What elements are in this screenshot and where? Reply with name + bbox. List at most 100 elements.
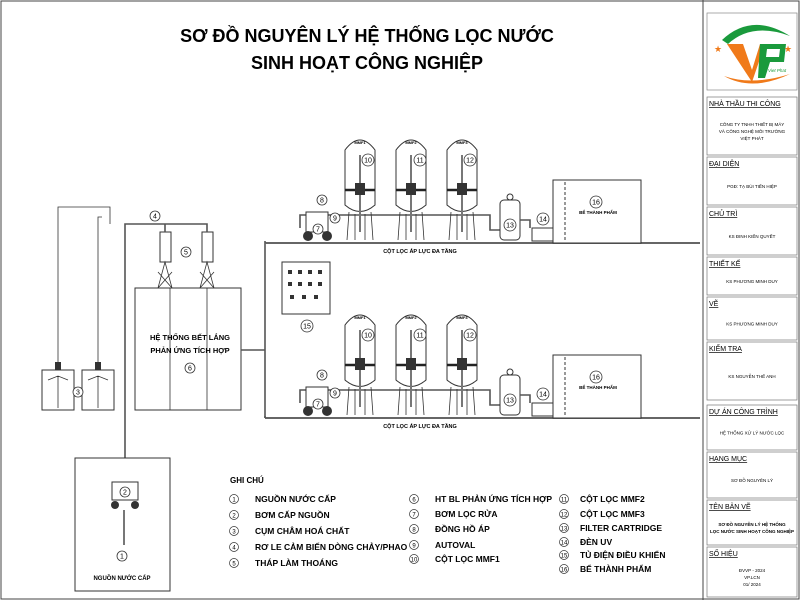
svg-text:8: 8 bbox=[320, 373, 324, 380]
legend-label: CỘT LỌC MMF1 bbox=[435, 553, 500, 564]
svg-text:15: 15 bbox=[303, 324, 311, 331]
callout-11: 11 bbox=[413, 328, 427, 342]
legend-label: ĐỒNG HỒ ÁP bbox=[435, 523, 490, 534]
legend-number: 12 bbox=[561, 513, 568, 519]
svg-text:6: 6 bbox=[188, 366, 192, 373]
legend-number: 1 bbox=[232, 498, 236, 504]
legend-item: 1 NGUỒN NƯỚC CẤP bbox=[229, 493, 336, 504]
legend-label: FILTER CARTRIDGE bbox=[580, 523, 662, 533]
svg-text:7: 7 bbox=[316, 227, 320, 234]
legend-number: 5 bbox=[232, 562, 236, 568]
legend-item: 8 ĐỒNG HỒ ÁP bbox=[409, 523, 490, 534]
svg-text:14: 14 bbox=[539, 392, 547, 399]
svg-text:12: 12 bbox=[466, 158, 474, 165]
section-value: KS ĐINH KIẾN QUYẾT bbox=[729, 233, 776, 239]
callout-2: 2 bbox=[119, 486, 131, 498]
title-block-section: HẠNG MỤC SƠ ĐỒ NGUYÊN LÝ bbox=[706, 451, 798, 499]
legend-number: 13 bbox=[561, 527, 568, 533]
callout-3: 3 bbox=[72, 386, 84, 398]
section-value: SƠ ĐỒ NGUYÊN LÝ HỆ THỐNG bbox=[718, 520, 786, 527]
legend-number: 3 bbox=[232, 530, 236, 536]
callout-13: 13 bbox=[503, 218, 517, 232]
product-tank: BỂ THÀNH PHẨM bbox=[552, 354, 642, 419]
filter-row-label: CỘT LỌC ÁP LỰC ĐA TẦNG bbox=[383, 247, 457, 255]
callout-12: 12 bbox=[463, 153, 477, 167]
section-heading: TÊN BẢN VẼ bbox=[709, 502, 751, 511]
callout-11: 11 bbox=[413, 153, 427, 167]
legend-label: BƠM CẤP NGUỒN bbox=[255, 509, 330, 520]
callout-14: 14 bbox=[536, 387, 550, 401]
svg-text:4: 4 bbox=[153, 214, 157, 221]
legend-item: 2 BƠM CẤP NGUỒN bbox=[229, 509, 330, 520]
cartridge-filter bbox=[499, 368, 521, 416]
legend-number: 8 bbox=[412, 528, 416, 534]
section-heading: THIẾT KẾ bbox=[709, 258, 741, 268]
mmf-tag: MMF1 bbox=[354, 140, 366, 145]
legend-label: CỤM CHÂM HOÁ CHẤT bbox=[255, 525, 350, 536]
callout-8: 8 bbox=[316, 194, 328, 206]
svg-text:11: 11 bbox=[416, 333, 423, 340]
legend-number: 2 bbox=[232, 514, 236, 520]
callout-14: 14 bbox=[536, 212, 550, 226]
svg-text:16: 16 bbox=[592, 375, 600, 382]
section-value: LỌC NƯỚC SINH HOẠT CÔNG NGHIỆP bbox=[710, 527, 794, 534]
filter-row: BỂ THÀNH PHẨM CỘT LỌC ÁP LỰC ĐA TẦNG MMF… bbox=[264, 314, 700, 430]
svg-text:16: 16 bbox=[592, 200, 600, 207]
legend-number: 7 bbox=[412, 513, 416, 519]
cartridge-filter bbox=[499, 193, 521, 241]
vietphat-logo: ★ ★ Viet Phat bbox=[706, 12, 798, 91]
callout-9: 9 bbox=[329, 212, 341, 224]
legend-label: AUTOVAL bbox=[435, 540, 475, 550]
callout-10: 10 bbox=[361, 153, 375, 167]
legend-number: 11 bbox=[561, 498, 568, 504]
callout-9: 9 bbox=[329, 387, 341, 399]
svg-text:Viet Phat: Viet Phat bbox=[768, 68, 787, 73]
legend-label: THÁP LÀM THOÁNG bbox=[255, 558, 338, 568]
section-value: SƠ ĐỒ NGUYÊN LÝ bbox=[731, 476, 773, 483]
legend-item: 5 THÁP LÀM THOÁNG bbox=[229, 558, 338, 568]
svg-text:3: 3 bbox=[76, 390, 80, 397]
legend-label: BỂ THÀNH PHẨM bbox=[580, 563, 651, 574]
svg-text:2: 2 bbox=[123, 490, 127, 497]
svg-text:7: 7 bbox=[316, 402, 320, 409]
legend-number: 14 bbox=[561, 541, 568, 547]
chemical-dosing-unit bbox=[41, 206, 115, 411]
settling-tank-label-2: PHẢN ỨNG TÍCH HỢP bbox=[150, 346, 229, 355]
uv-lamp bbox=[520, 219, 555, 242]
svg-text:14: 14 bbox=[539, 217, 547, 224]
section-value: KS PHƯƠNG MINH DUY bbox=[726, 322, 777, 327]
callout-16: 16 bbox=[589, 370, 603, 384]
legend-item: 3 CỤM CHÂM HOÁ CHẤT bbox=[229, 525, 350, 536]
legend-label: NGUỒN NƯỚC CẤP bbox=[255, 493, 336, 504]
section-heading: ĐẠI DIỆN bbox=[709, 159, 739, 168]
product-tank-label: BỂ THÀNH PHẨM bbox=[579, 209, 617, 215]
svg-text:★: ★ bbox=[714, 44, 722, 54]
svg-text:10: 10 bbox=[364, 158, 372, 165]
section-value: CÔNG TY TNHH THIẾT BỊ MÁY bbox=[720, 121, 785, 127]
mmf-tag: MMF2 bbox=[405, 140, 417, 145]
legend-item: 13 FILTER CARTRIDGE bbox=[559, 523, 662, 533]
section-heading: HẠNG MỤC bbox=[709, 456, 747, 463]
section-heading: KIỂM TRA bbox=[709, 344, 742, 353]
legend-label: TỦ ĐIỆN ĐIỀU KHIỂN bbox=[580, 549, 665, 560]
legend-number: 10 bbox=[411, 558, 418, 564]
aeration-towers bbox=[157, 231, 215, 289]
settling-tank: HỆ THỐNG BẾT LẮNG PHẢN ỨNG TÍCH HỢP bbox=[134, 287, 242, 411]
filter-row: BỂ THÀNH PHẨM CỘT LỌC ÁP LỰC ĐA TẦNG MMF… bbox=[264, 139, 700, 255]
svg-text:9: 9 bbox=[333, 391, 337, 398]
legend-title: GHI CHÚ bbox=[230, 476, 264, 485]
svg-text:1: 1 bbox=[120, 554, 124, 561]
